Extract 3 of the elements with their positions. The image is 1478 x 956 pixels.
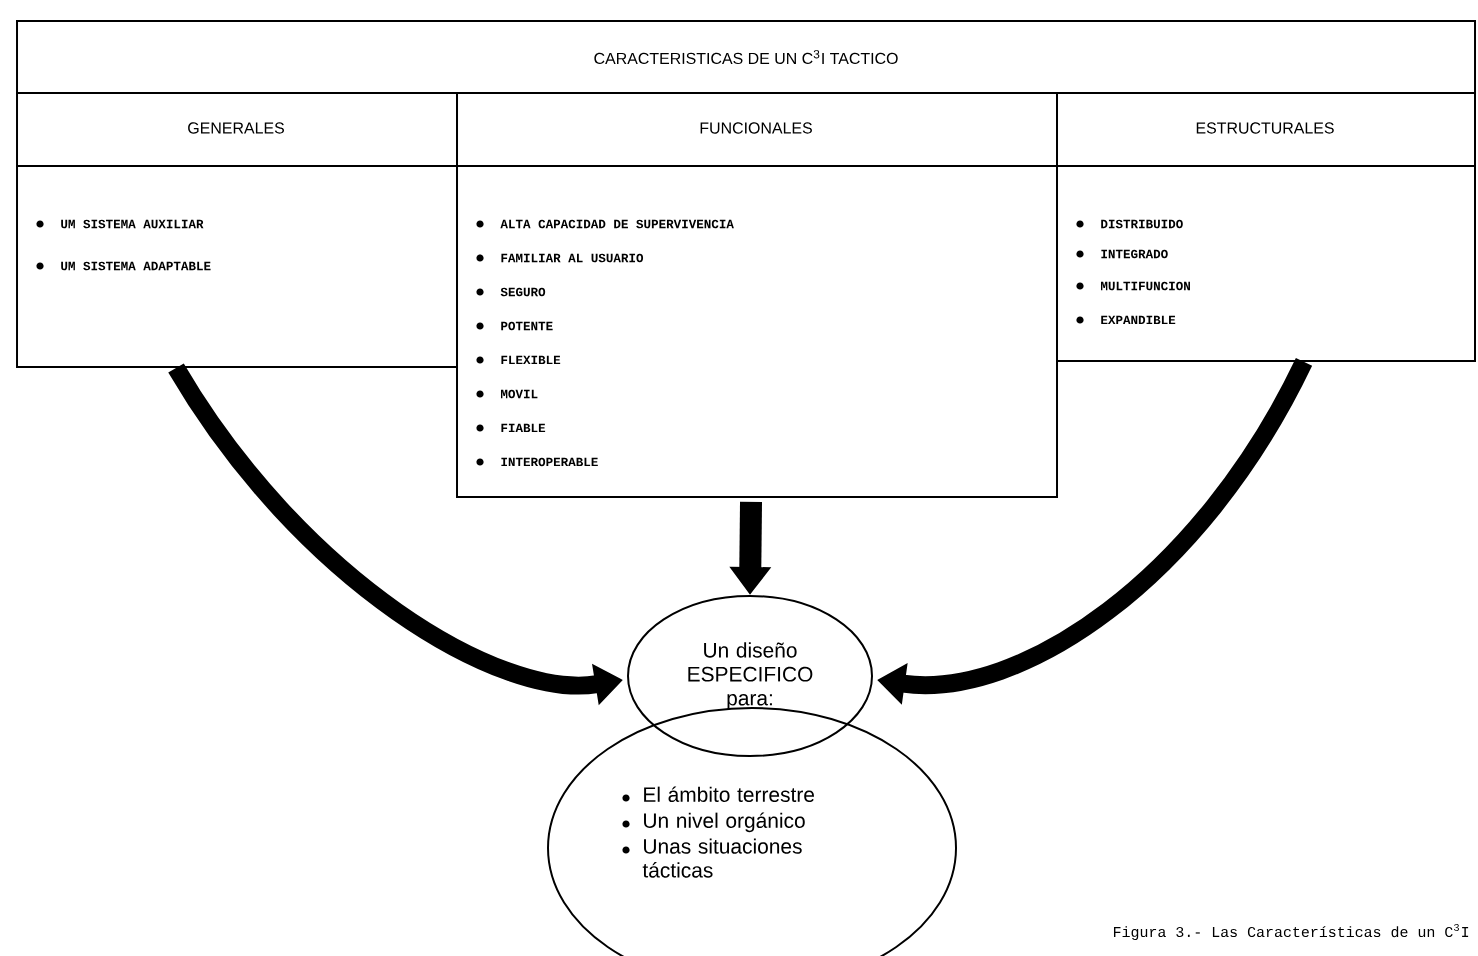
list-item: Unas situaciones tácticas — [622, 838, 802, 878]
list-item: El ámbito terrestre — [622, 786, 814, 802]
list-item: Un nivel orgánico — [622, 812, 805, 833]
